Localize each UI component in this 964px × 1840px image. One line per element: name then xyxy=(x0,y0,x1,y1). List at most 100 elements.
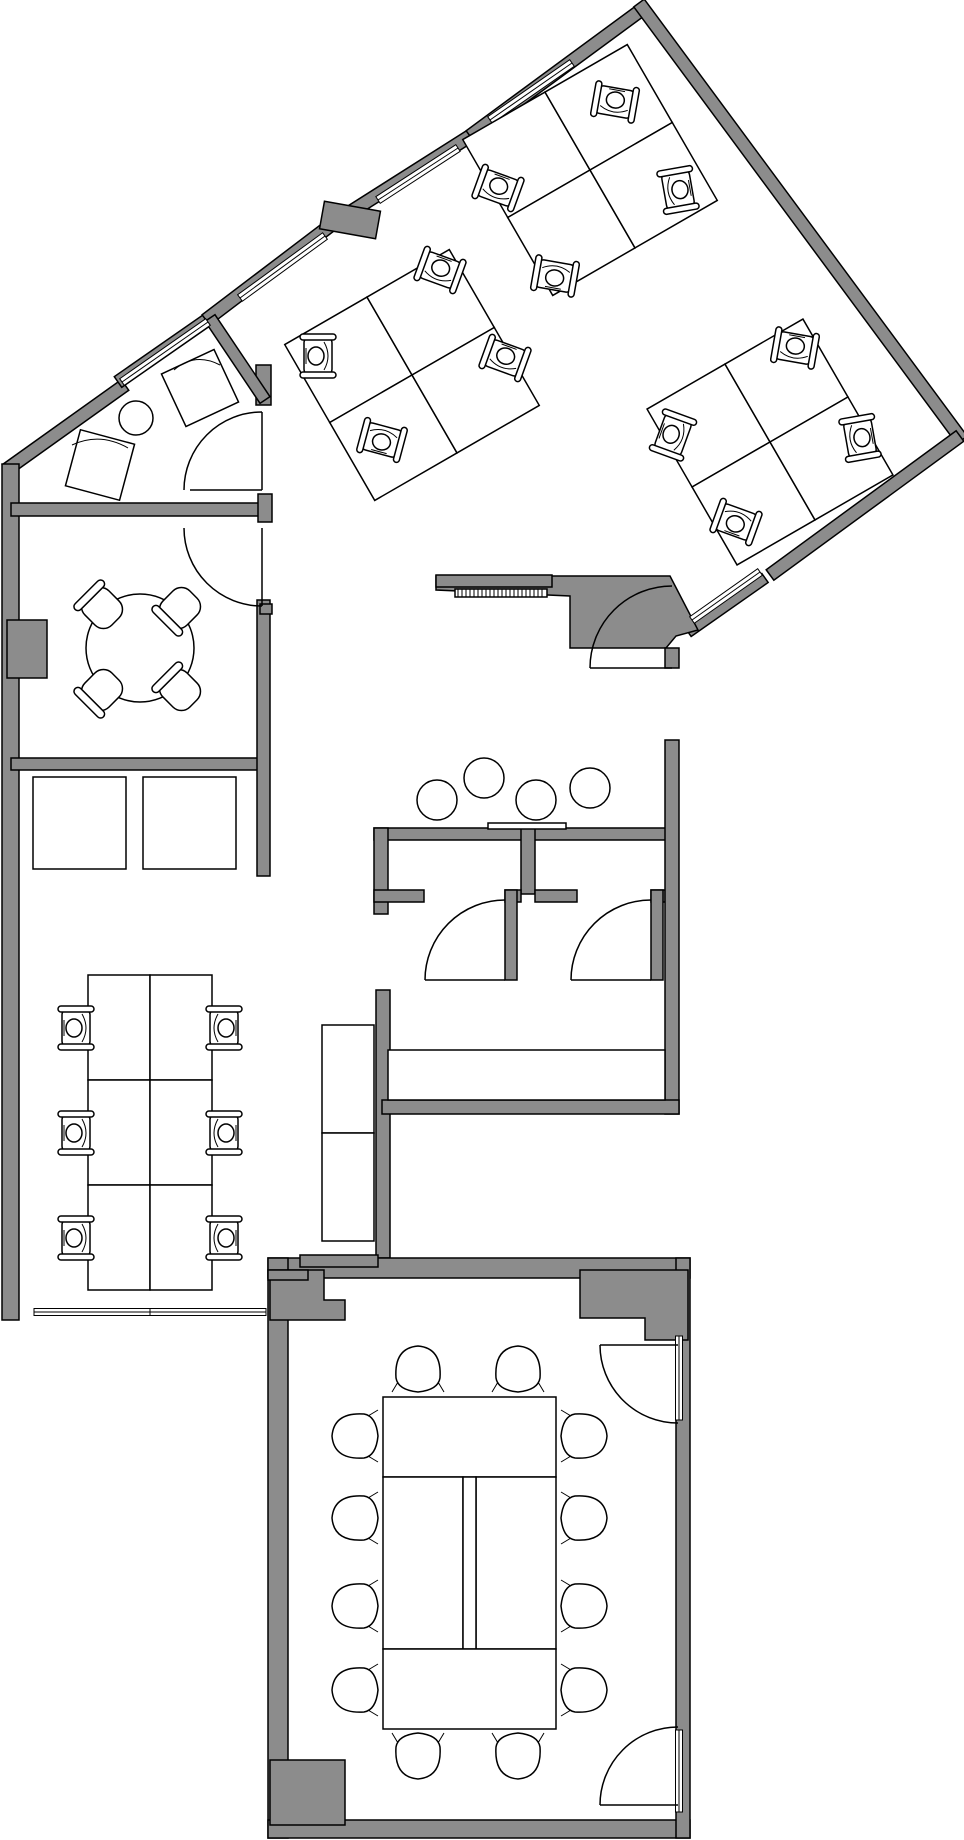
chair-armrest xyxy=(57,1110,95,1118)
workstation-chair xyxy=(471,163,525,213)
person-head xyxy=(662,424,680,444)
wall-service-east xyxy=(664,739,680,1115)
wall-corridor-east xyxy=(375,989,391,1259)
window-pane-line xyxy=(121,321,209,383)
workstation-chair xyxy=(205,1215,243,1261)
chair-armrest xyxy=(57,1253,95,1261)
chair-armrest xyxy=(413,245,432,282)
lounge-chair xyxy=(64,428,136,502)
wall-conference-stub xyxy=(299,1254,379,1268)
chair-armrest xyxy=(205,1215,243,1223)
chair-armrest xyxy=(205,1005,243,1013)
person-head xyxy=(65,1228,83,1248)
workstation-chair xyxy=(478,333,532,383)
chair-armrest xyxy=(744,510,763,547)
workstation-chair xyxy=(299,333,337,379)
side-table xyxy=(118,400,154,436)
conference-chair xyxy=(331,1579,379,1633)
chair-armrest xyxy=(656,164,694,178)
person-shoulders xyxy=(667,177,675,206)
stool xyxy=(416,779,458,821)
window-pane-line xyxy=(377,147,459,201)
chair-armrest xyxy=(807,332,821,370)
doors xyxy=(183,411,679,1806)
chair-armrest xyxy=(662,202,700,216)
window-pane-line xyxy=(239,235,326,299)
door-conference-south xyxy=(599,1726,679,1806)
corridor-cabinet xyxy=(321,1024,375,1134)
lounge-chair xyxy=(160,348,240,428)
door-conference-north xyxy=(599,1344,679,1424)
conference-chair xyxy=(391,1345,445,1393)
wall-service-south xyxy=(381,1099,680,1115)
chair-armrest xyxy=(627,86,641,124)
chair-edge xyxy=(371,449,387,455)
exterior-wall-ne xyxy=(632,0,964,445)
door-core xyxy=(589,585,673,669)
meeting-chair xyxy=(73,668,124,719)
chair-armrest xyxy=(205,1110,243,1118)
workstation-chair xyxy=(356,416,408,464)
door-swing xyxy=(589,585,673,669)
door-swing xyxy=(424,899,506,981)
door-swing xyxy=(599,1726,679,1806)
wall-meeting-south xyxy=(10,757,264,771)
person-shoulders xyxy=(779,351,808,359)
exterior-wall-east xyxy=(765,429,964,582)
stool xyxy=(515,779,557,821)
door-service xyxy=(424,899,506,981)
workstation-chair xyxy=(205,1005,243,1051)
chair-armrest xyxy=(73,686,106,719)
person-head xyxy=(217,1228,235,1248)
person-head xyxy=(431,259,451,277)
wall-lounge-diag xyxy=(203,313,272,405)
chair-armrest xyxy=(844,450,882,464)
chair-armrest xyxy=(356,416,372,454)
chair-shell xyxy=(560,1495,608,1541)
workstation-chair xyxy=(648,408,698,462)
wall-conference-west xyxy=(267,1257,289,1839)
exterior-wall-east xyxy=(683,572,770,638)
door-jamb xyxy=(664,647,680,669)
conference-table-module xyxy=(382,1396,557,1478)
conference-table-module xyxy=(475,1476,557,1650)
wall-service-stub xyxy=(534,889,578,903)
chair-armrest xyxy=(506,176,525,213)
door-jamb xyxy=(504,889,518,981)
person-head xyxy=(671,179,689,200)
lounge-chair-back xyxy=(71,438,129,449)
chair-leg xyxy=(391,1732,445,1744)
radiator xyxy=(454,588,548,598)
workstation-chair xyxy=(57,1110,95,1156)
door-swing xyxy=(599,1344,679,1424)
chair-shell xyxy=(560,1667,608,1713)
chair-shell xyxy=(560,1413,608,1459)
conference-chair xyxy=(391,1732,445,1780)
wall-conference-stub xyxy=(267,1269,309,1281)
chair-leg xyxy=(367,1409,379,1463)
chair-shell xyxy=(395,1732,441,1780)
chair-armrest xyxy=(529,254,543,292)
chair-shell xyxy=(331,1495,379,1541)
workstation-chair xyxy=(709,497,763,547)
door-meeting xyxy=(183,527,263,607)
workstation-chair xyxy=(589,80,641,124)
wall-service-stub xyxy=(373,889,425,903)
workstation-chair xyxy=(769,326,821,370)
chair-armrest xyxy=(73,579,106,612)
person-head xyxy=(307,346,325,366)
chair-armrest xyxy=(57,1148,95,1156)
corridor-cabinet xyxy=(321,1132,375,1242)
lounge-chair-back xyxy=(173,359,221,371)
conference-chair xyxy=(560,1491,608,1545)
chair-edge xyxy=(687,179,692,196)
workstation-chair xyxy=(413,245,467,295)
stool xyxy=(569,767,611,809)
chair-edge xyxy=(609,88,626,93)
chair-edge xyxy=(658,423,665,439)
windows xyxy=(33,59,764,1813)
person-shoulders xyxy=(489,358,517,370)
meeting-chair xyxy=(73,579,124,630)
